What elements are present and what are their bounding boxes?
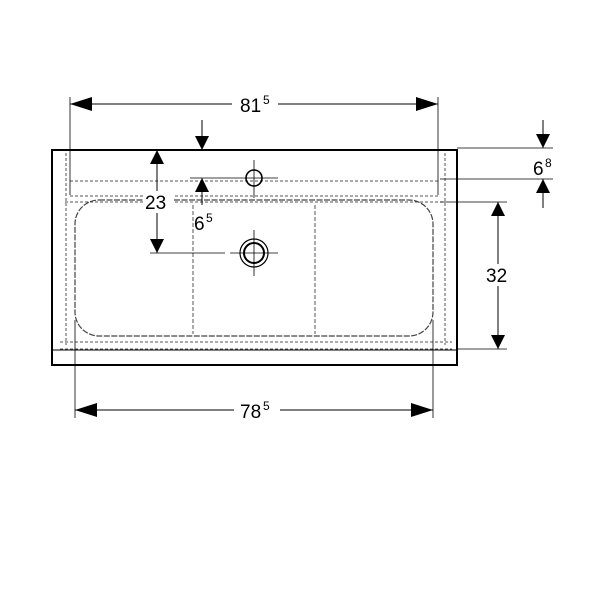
bowl-depth-value: 32 <box>486 266 507 287</box>
dimension-rim-depth: 6 8 <box>440 120 553 208</box>
overall-width-sup: 5 <box>263 93 270 107</box>
hidden-lines <box>60 153 452 350</box>
rim-depth-value: 6 <box>533 159 544 180</box>
basin-outline <box>51 149 458 366</box>
dimension-tap-hole-offset: 6 5 <box>194 120 213 235</box>
tap-hole-offset-value: 6 <box>194 214 205 235</box>
tap-hole-offset-sup: 5 <box>206 211 213 225</box>
dimension-drain-offset: 23 <box>143 150 173 253</box>
drain-offset-value: 23 <box>145 193 166 214</box>
rim-depth-sup: 8 <box>545 156 552 170</box>
dimension-bowl-depth: 32 <box>440 201 514 350</box>
bowl-width-value: 78 <box>240 402 261 423</box>
dimension-bowl-width: 78 5 <box>74 320 434 423</box>
bowl-outline <box>74 199 434 337</box>
overall-width-value: 81 <box>240 96 261 117</box>
dimension-overall-width: 81 5 <box>69 92 439 195</box>
bowl-width-sup: 5 <box>263 399 270 413</box>
